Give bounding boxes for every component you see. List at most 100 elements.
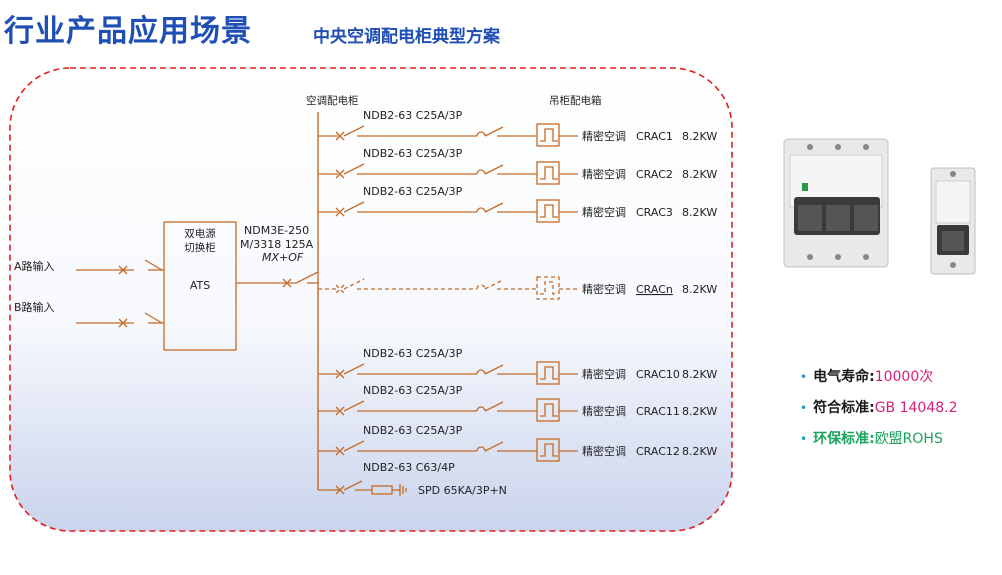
load-box xyxy=(536,361,560,385)
load-id: CRAC10 xyxy=(636,368,680,381)
main-breaker-accessory: MX+OF xyxy=(262,251,304,264)
pulse-symbol xyxy=(540,166,558,180)
load-box xyxy=(536,123,560,147)
branch-breaker-label: NDB2-63 C25A/3P xyxy=(363,109,463,122)
ats-box xyxy=(163,221,237,351)
page-subtitle: 中央空调配电柜典型方案 xyxy=(313,27,500,47)
load-id: CRACn xyxy=(636,283,673,296)
input-wires xyxy=(76,259,164,328)
main-breaker-rating: M/3318 125A xyxy=(240,238,314,251)
branch-breaker-label: NDB2-63 C25A/3P xyxy=(363,147,463,160)
branch-switch xyxy=(484,202,504,213)
branch-breaker-label: NDB2-63 C25A/3P xyxy=(363,185,463,198)
breaker-switch xyxy=(343,163,365,175)
load-name: 精密空调 xyxy=(582,444,626,458)
branch-switch xyxy=(484,279,504,290)
branch-switch xyxy=(484,401,504,412)
fuse-arc xyxy=(476,369,486,375)
load-box xyxy=(536,199,560,223)
bullet-icon: • xyxy=(800,432,808,446)
pulse-symbol xyxy=(540,366,558,380)
breaker-cross xyxy=(335,406,345,416)
breaker-cross xyxy=(335,169,345,179)
spd-breaker-label: NDB2-63 C63/4P xyxy=(363,461,455,474)
load-id: CRAC2 xyxy=(636,168,673,181)
spec-label: 符合标准: xyxy=(813,400,875,416)
load-box xyxy=(536,398,560,422)
load-power: 8.2KW xyxy=(682,206,717,219)
spd-label: SPD 65KA/3P+N xyxy=(418,484,507,497)
fuse-arc xyxy=(476,406,486,412)
load-box xyxy=(536,276,560,300)
pulse-symbol xyxy=(540,281,558,295)
bullet-icon: • xyxy=(800,370,808,384)
spd-symbol xyxy=(318,480,407,496)
load-box xyxy=(536,438,560,462)
page-title: 行业产品应用场景 xyxy=(4,14,252,49)
breaker-cross xyxy=(335,369,345,379)
fuse-arc xyxy=(476,169,486,175)
breaker-cross xyxy=(335,207,345,217)
load-id: CRAC11 xyxy=(636,405,680,418)
pulse-symbol xyxy=(540,204,558,218)
branch-switch xyxy=(484,441,504,452)
load-name: 精密空调 xyxy=(582,205,626,219)
pulse-symbol xyxy=(540,403,558,417)
breaker-switch xyxy=(343,400,365,412)
bullet-icon: • xyxy=(800,401,808,415)
single-pole-breaker-image xyxy=(930,167,976,275)
breaker-switch xyxy=(343,363,365,375)
load-id: CRAC3 xyxy=(636,206,673,219)
load-name: 精密空调 xyxy=(582,282,626,296)
spec-item: •电气寿命:10000次 xyxy=(800,362,957,393)
load-power: 8.2KW xyxy=(682,445,717,458)
load-power: 8.2KW xyxy=(682,168,717,181)
main-breaker-model: NDM3E-250 xyxy=(244,224,309,237)
spec-item: • 符合标准:GB 14048.2 xyxy=(800,393,957,424)
spec-value: GB 14048.2 xyxy=(874,400,958,416)
load-box xyxy=(536,161,560,185)
load-power: 8.2KW xyxy=(682,368,717,381)
spec-value: 欧盟ROHS xyxy=(874,431,943,447)
load-id: CRAC12 xyxy=(636,445,680,458)
branch-switch xyxy=(484,126,504,137)
fuse-arc xyxy=(476,446,486,452)
branch-breaker-label: NDB2-63 C25A/3P xyxy=(363,347,463,360)
breaker-cross xyxy=(335,131,345,141)
fuse-arc xyxy=(476,284,486,290)
three-pole-breaker-image xyxy=(783,138,889,268)
breaker-switch xyxy=(343,440,365,452)
load-id: CRAC1 xyxy=(636,130,673,143)
branch-crac10 xyxy=(318,361,578,385)
breaker-cross xyxy=(335,284,345,294)
ats-line2: 切换柜 xyxy=(184,241,216,254)
branch-crac2 xyxy=(318,161,578,185)
branch-crac11 xyxy=(318,398,578,422)
load-name: 精密空调 xyxy=(582,367,626,381)
fuse-arc xyxy=(476,207,486,213)
breaker-cross xyxy=(335,446,345,456)
breaker-switch xyxy=(343,125,365,137)
branch-cracn xyxy=(318,276,578,300)
load-power: 8.2KW xyxy=(682,283,717,296)
load-name: 精密空调 xyxy=(582,129,626,143)
input-a-label: A路输入 xyxy=(14,259,55,273)
branch-crac3 xyxy=(318,199,578,223)
branch-crac12 xyxy=(318,438,578,462)
load-name: 精密空调 xyxy=(582,167,626,181)
load-power: 8.2KW xyxy=(682,130,717,143)
panel-title: 空调配电柜 xyxy=(306,94,359,107)
pulse-symbol xyxy=(540,443,558,457)
breaker-cross xyxy=(335,284,345,294)
branch-group: NDB2-63 C25A/3P 精密空调 CRAC1 8.2KW NDB2-63 C25… xyxy=(318,109,717,462)
load-power: 8.2KW xyxy=(682,405,717,418)
main-breaker-symbol xyxy=(236,271,319,288)
spec-item: • 环保标准:欧盟ROHS xyxy=(800,424,957,455)
input-b-label: B路输入 xyxy=(14,300,55,314)
spec-label: 环保标准: xyxy=(813,431,875,447)
branch-breaker-label: NDB2-63 C25A/3P xyxy=(363,424,463,437)
branch-breaker-label: NDB2-63 C25A/3P xyxy=(363,384,463,397)
branch-switch xyxy=(484,164,504,175)
ats-line1: 双电源 xyxy=(184,227,216,240)
